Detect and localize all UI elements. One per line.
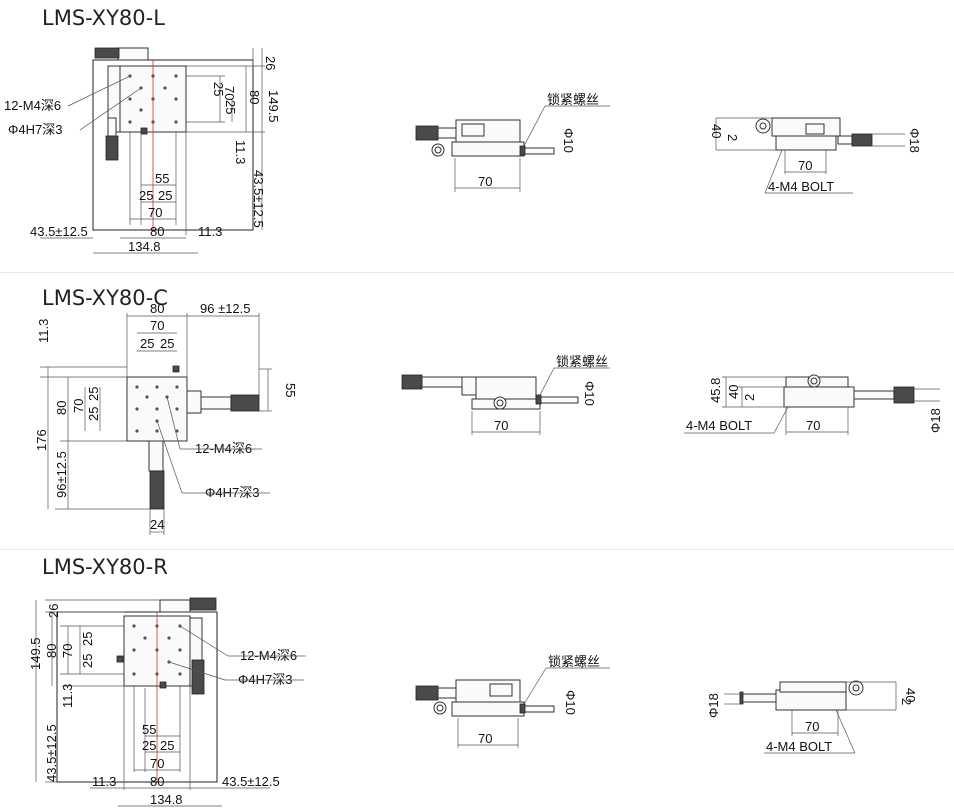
width70-label: 70 [806,418,820,433]
dia10-label: Φ10 [561,128,576,153]
dim-26: 26 [46,604,61,618]
separator [0,272,954,273]
dim-24: 24 [150,517,164,532]
dim-25d: 25 [158,188,172,203]
section-title: LMS-XY80-C [42,286,168,310]
section-title: LMS-XY80-L [42,6,165,30]
dim-25b: 25 [160,336,174,351]
offset2-label: 2 [742,394,757,401]
dim-25a: 25 [211,82,226,96]
dia18-label: Φ18 [706,693,721,718]
width70-label: 70 [494,418,508,433]
dia10-label: Φ10 [563,690,578,715]
pin-label: Φ4H7深3 [238,672,292,687]
dim-176: 176 [34,429,49,451]
dim-80: 80 [150,301,164,316]
width70-label: 70 [805,719,819,734]
dim-70: 70 [60,644,75,658]
bolt-label: 4-M4 BOLT [686,418,752,433]
dim-25a: 25 [80,632,95,646]
offset2-label: 2 [725,134,740,141]
side-view: 45.8 40 2 Φ18 70 4-M4 BOLT [684,374,943,435]
width70-label: 70 [798,158,812,173]
dim-149-5: 149.5 [28,637,43,670]
lock-label: 锁紧螺丝 [547,92,599,107]
lock-label: 锁紧螺丝 [548,654,600,669]
dim-96: 96 ±12.5 [200,301,251,316]
dim-26: 26 [263,56,278,70]
dim-134-8: 134.8 [128,239,161,254]
dim-80b: 80 [150,774,164,789]
dim-11-3: 11.3 [60,684,75,708]
drawing-lms-xy80-c: 80 70 25 25 96 ±12.5 11.3 80 70 25 25 17… [34,301,943,535]
dim-70b: 70 [150,756,164,771]
height45-8-label: 45.8 [708,378,723,403]
dim-70: 70 [150,318,164,333]
width70-label: 70 [478,731,492,746]
front-view: 锁紧螺丝 Φ10 70 [415,92,610,192]
dim-25c: 25 [86,387,101,401]
lock-label: 锁紧螺丝 [556,354,608,369]
pin-label: Φ4H7深3 [8,122,62,137]
dim-25c: 25 [142,738,156,753]
dim-43-5: 43.5±12.5 [44,724,59,782]
separator [0,549,954,550]
height40-label: 40 [726,385,741,399]
dim-70b: 70 [148,205,162,220]
drawing-lms-xy80-r: 26 149.5 80 70 25 25 11.3 43.5±12.5 12-M… [28,597,918,807]
dim-80b: 80 [150,224,164,239]
bolt-label: 4-M4 BOLT [766,739,832,754]
dim-70: 70 [222,86,237,100]
holes-label: 12-M4深6 [240,648,297,663]
dim-80: 80 [44,644,59,658]
height40-label: 40 [903,688,918,702]
section-lms-xy80-l: LMS-XY80-L [0,0,954,272]
dim-25b: 25 [80,654,95,668]
front-view: 锁紧螺丝 Φ10 70 [401,354,610,435]
dim-25c: 25 [139,188,153,203]
dim-55: 55 [155,171,169,186]
dim-11-3b: 11.3 [198,224,222,239]
pin-label: Φ4H7深3 [205,485,259,500]
side-view: 40 2 Φ18 70 4-M4 BOLT [709,117,922,194]
section-title: LMS-XY80-R [42,555,168,579]
bolt-label: 4-M4 BOLT [768,179,834,194]
dim-43-5b: 43.5±12.5 [30,224,88,239]
dim-96-left: 96±12.5 [54,451,69,498]
drawing-lms-xy80-l: 26 70 80 149.5 25 25 11.3 43.5±12.5 12-M… [4,47,922,254]
dim-25d: 25 [160,738,174,753]
dim-11-3: 11.3 [233,140,248,164]
dim-55: 55 [142,722,156,737]
dim-11-3b: 11.3 [92,774,116,789]
dim-80-left: 80 [54,401,69,415]
dim-70-left: 70 [71,399,86,413]
side-view: Φ18 2 40 70 4-M4 BOLT [706,680,918,754]
dia18-label: Φ18 [928,408,943,433]
dia18-label: Φ18 [907,128,922,153]
front-view: 锁紧螺丝 Φ10 70 [415,654,610,748]
dim-134-8: 134.8 [150,792,183,807]
dim-80: 80 [247,90,262,104]
offset2-label: 2 [899,698,914,705]
plan-view: 80 70 25 25 96 ±12.5 11.3 80 70 25 25 17… [34,301,298,535]
dim-25d: 25 [86,407,101,421]
plan-view: 26 149.5 80 70 25 25 11.3 43.5±12.5 12-M… [28,597,306,807]
section-lms-xy80-r: LMS-XY80-R [0,550,954,812]
section-lms-xy80-c: LMS-XY80-C 80 70 25 [0,273,954,549]
dim-25b: 25 [223,100,238,114]
dim-11-3: 11.3 [36,319,51,343]
dim-43-5b: 43.5±12.5 [222,774,280,789]
dim-25a: 25 [140,336,154,351]
dia10-label: Φ10 [582,381,597,406]
dim-149-5: 149.5 [266,90,281,123]
plan-view: 26 70 80 149.5 25 25 11.3 43.5±12.5 12-M… [4,47,281,254]
holes-label: 12-M4深6 [4,98,61,113]
height40-label: 40 [709,124,724,138]
dim-55: 55 [283,383,298,397]
holes-label: 12-M4深6 [195,441,252,456]
dim-43-5: 43.5±12.5 [251,170,266,228]
width70-label: 70 [478,174,492,189]
